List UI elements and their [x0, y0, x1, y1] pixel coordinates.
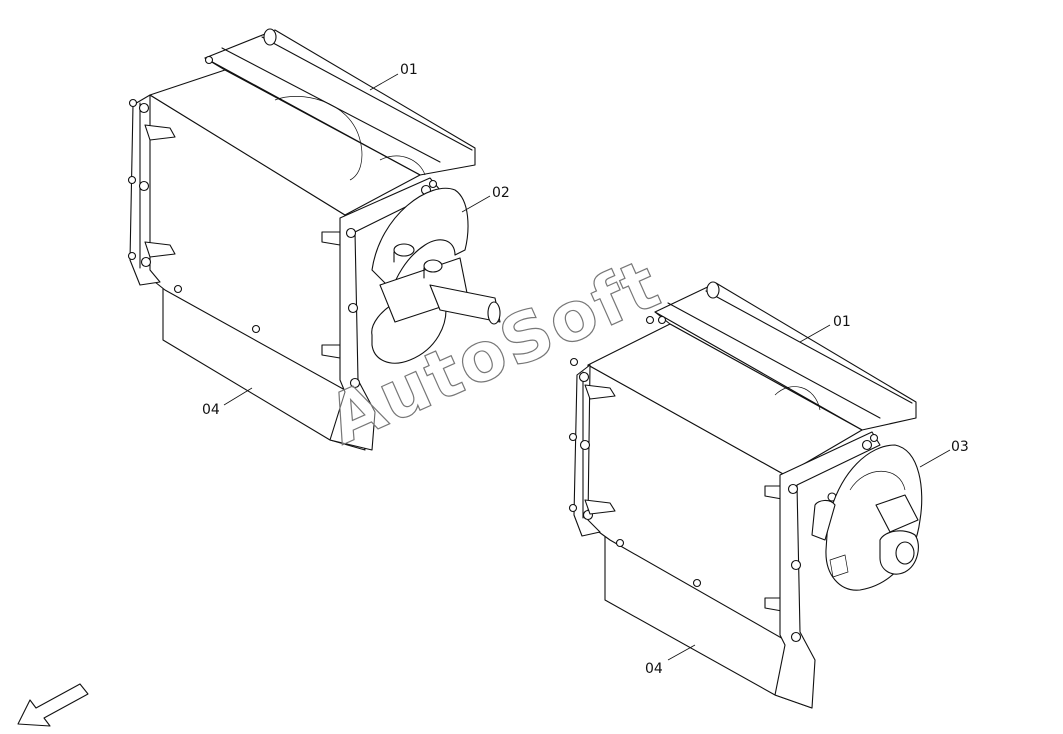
- right-left-flange: [573, 364, 601, 537]
- left-assembly: [127, 28, 501, 451]
- callout-right-04: 04: [645, 661, 663, 677]
- right-motor-housing: [811, 444, 923, 591]
- left-top-frame: [204, 28, 476, 176]
- right-top-frame: [654, 281, 917, 431]
- right-top-face: [587, 323, 863, 476]
- right-assembly: [568, 281, 923, 709]
- callout-left-04: 04: [202, 402, 220, 418]
- direction-arrow-icon: [17, 683, 89, 727]
- left-flange-bolts: [127, 55, 261, 334]
- callout-left-01: 01: [400, 62, 418, 78]
- right-right-flange: [774, 431, 881, 709]
- left-bearing-housing: [371, 187, 501, 364]
- callout-right-01: 01: [833, 314, 851, 330]
- left-right-flange-bolts: [345, 179, 438, 389]
- callout-right-03: 03: [951, 439, 969, 455]
- callout-labels: 01 02 04 01 03 04: [202, 62, 969, 677]
- callout-left-02: 02: [492, 185, 510, 201]
- right-left-flange-bolts: [568, 315, 702, 588]
